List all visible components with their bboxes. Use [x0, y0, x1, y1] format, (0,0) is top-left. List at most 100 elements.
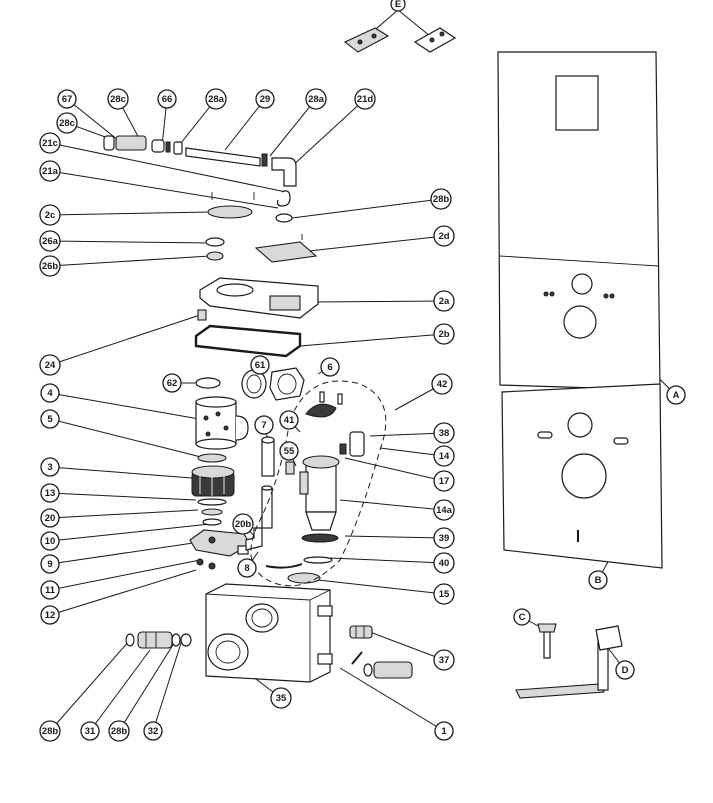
callout-55: 55	[279, 441, 299, 461]
callout-label: A	[673, 390, 680, 401]
part-2a-top-housing	[199, 277, 319, 319]
callout-bubble	[279, 441, 299, 461]
callout-label: 39	[439, 533, 450, 544]
part-61-6-flange	[241, 367, 305, 401]
callout-67: 67	[57, 89, 77, 109]
callout-label: 2b	[438, 329, 449, 340]
callout-2b: 2b	[433, 323, 455, 345]
callout-bubble	[433, 323, 455, 345]
callout-label: 6	[327, 362, 332, 373]
callout-13: 13	[40, 483, 60, 503]
callout-29: 29	[255, 89, 275, 109]
part-41-cap	[305, 391, 343, 418]
callout-label: 4	[47, 388, 53, 399]
callout-label: C	[519, 612, 526, 623]
callout-bubble	[232, 513, 254, 535]
callout-bubble	[80, 721, 100, 741]
callout-bubble	[39, 255, 61, 277]
callout-21c: 21c	[39, 132, 61, 154]
callout-bubble	[615, 660, 635, 680]
callout-20b: 20b	[232, 513, 254, 535]
part-A-panel	[497, 51, 661, 391]
callout-4: 4	[40, 383, 60, 403]
callout-label: 28c	[59, 118, 75, 129]
callout-7: 7	[254, 415, 274, 435]
callout-bubble	[433, 552, 455, 574]
callout-40: 40	[433, 552, 455, 574]
callout-17: 17	[433, 470, 455, 492]
callout-bubble	[39, 354, 61, 376]
part-35-side-inlet	[207, 633, 249, 671]
callout-bubble	[270, 687, 292, 709]
callout-label: 2d	[438, 231, 449, 242]
callout-bubble	[433, 422, 455, 444]
callout-20: 20	[40, 508, 60, 528]
callout-bubble	[40, 508, 60, 528]
callout-3: 3	[40, 457, 60, 477]
callout-label: 28b	[111, 726, 128, 737]
callout-1: 1	[434, 721, 454, 741]
callout-B: B	[588, 570, 608, 590]
callout-28a-b: 28a	[305, 88, 327, 110]
part-24-nut	[197, 309, 207, 321]
callout-10: 10	[40, 531, 60, 551]
part-3-impeller-cage	[191, 465, 235, 497]
part-2b-gasket	[194, 324, 302, 358]
callout-bubble	[40, 580, 60, 600]
callout-26a: 26a	[39, 230, 61, 252]
callout-label: 2c	[45, 210, 56, 221]
callout-bubble	[433, 225, 455, 247]
callout-label: E	[395, 0, 401, 10]
callout-label: 67	[62, 94, 73, 105]
callout-bubble	[162, 373, 182, 393]
callout-14a: 14a	[433, 499, 455, 521]
part-C-bolt	[537, 623, 557, 659]
part-37-outlet	[349, 625, 413, 679]
callout-label: 11	[45, 585, 56, 596]
callout-15: 15	[433, 583, 455, 605]
callout-bubble	[430, 188, 452, 210]
callout-28a-a: 28a	[205, 88, 227, 110]
callout-bubble	[157, 89, 177, 109]
callout-11: 11	[40, 580, 60, 600]
callout-label: 62	[167, 378, 178, 389]
part-20b-8-hose	[245, 485, 303, 569]
callout-label: 35	[276, 693, 287, 704]
callout-label: 29	[260, 94, 271, 105]
callout-32: 32	[143, 721, 163, 741]
callout-label: 17	[439, 476, 450, 487]
callout-label: 13	[45, 488, 56, 499]
callout-bubble	[40, 483, 60, 503]
callout-A: A	[666, 385, 686, 405]
callout-bubble	[513, 608, 531, 626]
callout-E: E	[390, 0, 406, 12]
callout-label: 28b	[42, 726, 59, 737]
callout-21d: 21d	[354, 88, 376, 110]
callout-28c-b: 28c	[56, 112, 78, 134]
callout-bubble	[433, 649, 455, 671]
callout-31: 31	[80, 721, 100, 741]
callout-bubble	[143, 721, 163, 741]
part-4-filter-basket	[195, 396, 249, 450]
part-42-group-outline	[250, 380, 387, 587]
callout-label: 26a	[42, 236, 59, 247]
callout-label: D	[622, 665, 629, 676]
callout-label: 12	[45, 610, 56, 621]
part-15-ring	[287, 572, 321, 584]
callout-bubble	[205, 88, 227, 110]
callout-24: 24	[39, 354, 61, 376]
callout-bubble	[433, 583, 455, 605]
callout-bubble	[40, 409, 60, 429]
callout-label: 31	[85, 726, 96, 737]
part-E-brackets	[343, 27, 457, 53]
callout-label: 28a	[208, 94, 225, 105]
callout-bubble	[255, 89, 275, 109]
callout-66: 66	[157, 89, 177, 109]
callout-label: 42	[437, 379, 448, 390]
callout-label: 9	[47, 559, 52, 570]
callout-62: 62	[162, 373, 182, 393]
callout-bubble	[56, 112, 78, 134]
part-B-panel	[501, 383, 663, 569]
callout-28b-b: 28b	[39, 720, 61, 742]
